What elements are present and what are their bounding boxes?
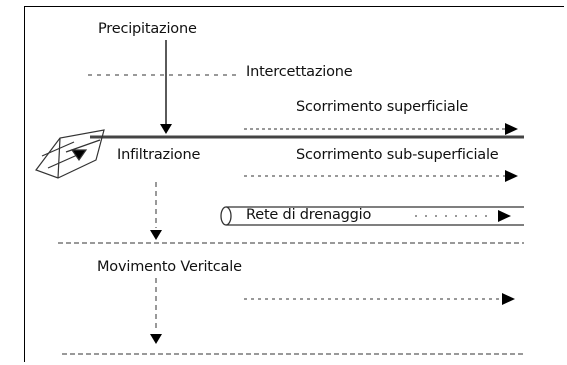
precipitazione-arrowhead bbox=[160, 124, 172, 134]
label-rete-di-drenaggio: Rete di drenaggio bbox=[246, 207, 372, 223]
label-scorrimento-superficiale: Scorrimento superficiale bbox=[296, 99, 469, 115]
scorrimento-superficiale-arrowhead bbox=[505, 123, 518, 135]
label-scorrimento-sub-superficiale: Scorrimento sub-superficiale bbox=[296, 147, 499, 163]
label-movimento-verticale: Movimento Veritcale bbox=[97, 259, 242, 275]
scorrimento-sub-superficiale-arrowhead bbox=[505, 170, 518, 182]
diagram-frame bbox=[24, 6, 564, 362]
rete-di-drenaggio-pipe bbox=[220, 206, 524, 226]
movimento-verticale-arrowhead-right bbox=[502, 293, 515, 305]
label-infiltrazione: Infiltrazione bbox=[117, 147, 201, 163]
label-intercettazione: Intercettazione bbox=[246, 64, 353, 80]
infiltrazione-arrowhead bbox=[150, 230, 162, 240]
terrain-sketch bbox=[35, 129, 105, 179]
movimento-verticale-arrowhead-down bbox=[150, 334, 162, 344]
label-precipitazione: Precipitazione bbox=[98, 21, 197, 37]
